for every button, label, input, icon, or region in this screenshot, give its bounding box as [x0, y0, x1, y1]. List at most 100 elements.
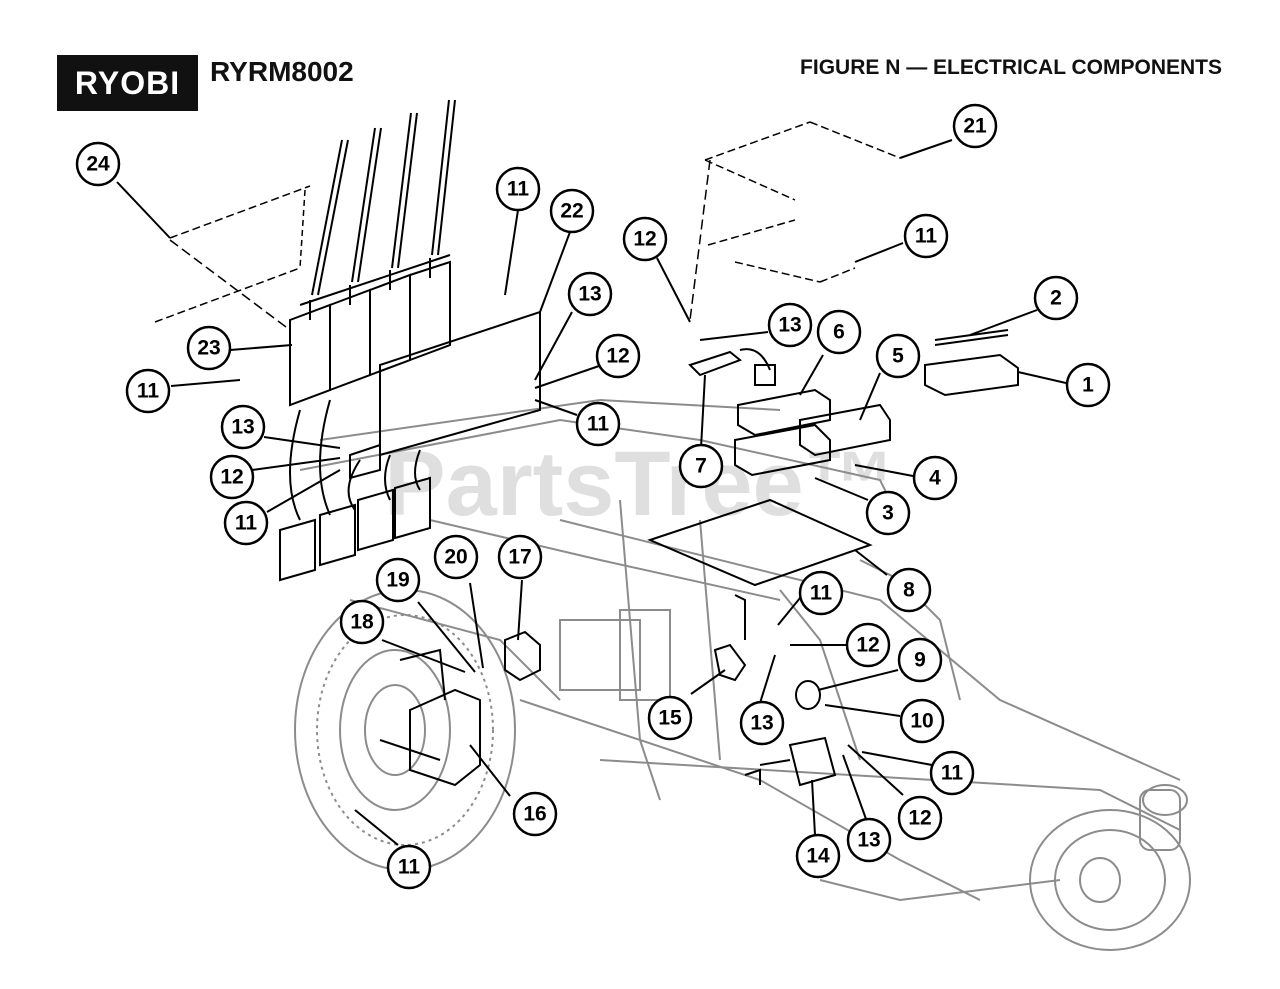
- svg-text:2: 2: [1050, 287, 1062, 310]
- svg-text:24: 24: [86, 153, 110, 176]
- callout-13: 13: [846, 817, 892, 863]
- svg-text:20: 20: [444, 546, 467, 569]
- callout-11: 11: [903, 213, 949, 259]
- mounting-plate: [379, 310, 541, 457]
- svg-text:12: 12: [220, 466, 243, 489]
- callout-11: 11: [929, 750, 975, 796]
- model-number: RYRM8002: [210, 56, 354, 87]
- callout-6: 6: [816, 309, 862, 355]
- svg-text:7: 7: [695, 455, 707, 478]
- callout-11: 11: [223, 500, 269, 546]
- svg-text:11: 11: [941, 762, 964, 785]
- brand-logo-text: RYOBI: [74, 64, 181, 101]
- callout-2: 2: [1033, 275, 1079, 321]
- svg-text:11: 11: [398, 856, 421, 879]
- fasteners-24: [154, 185, 311, 331]
- control-modules: [688, 329, 1019, 477]
- front-caster: [1029, 784, 1191, 951]
- svg-text:1: 1: [1082, 374, 1094, 397]
- callout-11: 11: [495, 166, 541, 212]
- svg-text:10: 10: [910, 710, 933, 733]
- callout-3: 3: [865, 490, 911, 536]
- leader-lines: [116, 139, 1067, 846]
- svg-text:12: 12: [606, 345, 629, 368]
- callout-8: 8: [886, 567, 932, 613]
- callout-11: 11: [386, 844, 432, 890]
- callout-15: 15: [647, 695, 693, 741]
- callout-9: 9: [897, 637, 943, 683]
- svg-text:14: 14: [806, 845, 830, 868]
- svg-text:12: 12: [908, 807, 931, 830]
- svg-text:12: 12: [856, 634, 879, 657]
- svg-text:18: 18: [350, 611, 374, 634]
- callout-10: 10: [899, 698, 945, 744]
- callout-13: 13: [220, 404, 266, 450]
- callout-11: 11: [125, 368, 171, 414]
- svg-text:12: 12: [633, 228, 656, 251]
- svg-text:16: 16: [523, 803, 546, 826]
- svg-text:9: 9: [914, 649, 926, 672]
- callout-24: 24: [75, 141, 121, 187]
- controller-module-16: [379, 648, 481, 787]
- callout-1: 1: [1065, 362, 1111, 408]
- callout-17: 17: [497, 534, 543, 580]
- callout-4: 4: [912, 455, 958, 501]
- callout-11: 11: [798, 570, 844, 616]
- callout-14: 14: [795, 833, 841, 879]
- callout-12: 12: [897, 795, 943, 841]
- callout-5: 5: [875, 333, 921, 379]
- svg-text:11: 11: [587, 413, 610, 436]
- switch-14: [788, 736, 837, 787]
- callout-13: 13: [739, 700, 785, 746]
- svg-text:21: 21: [963, 115, 987, 138]
- callout-12: 12: [622, 216, 668, 262]
- svg-text:11: 11: [915, 225, 938, 248]
- svg-text:19: 19: [386, 569, 409, 592]
- svg-text:13: 13: [778, 314, 801, 337]
- svg-text:11: 11: [810, 582, 833, 605]
- switch-15: [713, 643, 747, 682]
- callout-16: 16: [512, 791, 558, 837]
- callout-12: 12: [845, 622, 891, 668]
- svg-text:3: 3: [882, 502, 894, 525]
- sensor-9: [795, 680, 821, 710]
- callout-12: 12: [209, 454, 255, 500]
- callout-21: 21: [952, 103, 998, 149]
- callout-7: 7: [678, 443, 724, 489]
- svg-text:13: 13: [578, 283, 601, 306]
- svg-text:17: 17: [508, 546, 531, 569]
- mounting-plate-8: [647, 498, 873, 587]
- callout-13: 13: [567, 271, 613, 317]
- svg-text:5: 5: [892, 345, 904, 368]
- solenoid: [504, 630, 541, 682]
- callout-23: 23: [186, 325, 232, 371]
- callout-13: 13: [767, 302, 813, 348]
- component-drawings: [154, 99, 1019, 787]
- pedal-pads: [279, 476, 431, 582]
- svg-text:11: 11: [137, 380, 160, 403]
- figure-title: FIGURE N — ELECTRICAL COMPONENTS: [800, 56, 1222, 79]
- svg-text:15: 15: [658, 707, 682, 730]
- svg-text:13: 13: [857, 829, 880, 852]
- callout-12: 12: [595, 333, 641, 379]
- svg-text:4: 4: [929, 467, 941, 490]
- svg-text:11: 11: [235, 512, 258, 535]
- brand-logo: RYOBI: [57, 55, 198, 111]
- callouts: 24 11 22 13 12 11 23 11 13 12 11 12 13 6…: [75, 103, 1111, 890]
- fasteners-21: [689, 121, 901, 321]
- svg-text:8: 8: [903, 579, 915, 602]
- callout-11: 11: [575, 401, 621, 447]
- callout-20: 20: [433, 534, 479, 580]
- svg-text:23: 23: [197, 337, 220, 360]
- svg-text:6: 6: [833, 321, 845, 344]
- svg-text:11: 11: [507, 178, 530, 201]
- svg-text:22: 22: [560, 200, 583, 223]
- watermark: PartsTree™: [384, 433, 895, 535]
- svg-text:13: 13: [231, 416, 254, 439]
- callout-19: 19: [375, 557, 421, 603]
- callout-22: 22: [549, 188, 595, 234]
- throttle-rods: [311, 99, 456, 296]
- svg-text:13: 13: [750, 712, 773, 735]
- callout-18: 18: [339, 599, 385, 645]
